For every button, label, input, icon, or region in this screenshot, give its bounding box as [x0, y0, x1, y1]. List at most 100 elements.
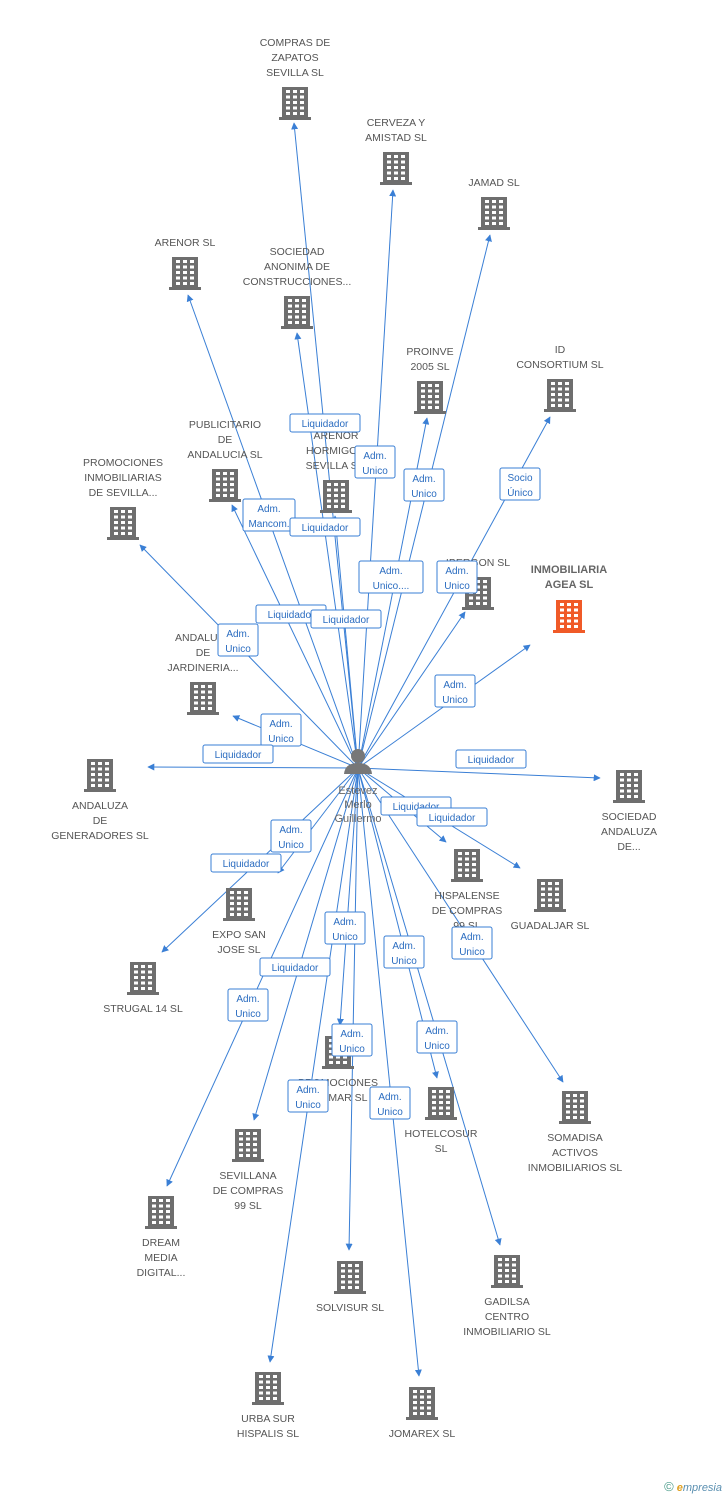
role-tag-jamad[interactable]: Adm.Unico [403, 468, 445, 502]
edge-urba-sur [267, 767, 359, 1363]
building-icon [534, 879, 566, 912]
role-tag-promociones-alamar[interactable]: Adm.Unico [324, 911, 366, 945]
role-tag-text: Adm. [279, 825, 302, 836]
building-icon [451, 849, 483, 882]
edge-sociedad-anonima-construcciones [294, 332, 359, 769]
role-tag-text: Unico [424, 1041, 450, 1052]
building-icon [414, 381, 446, 414]
building-icon [223, 888, 255, 921]
role-tag-expo-san-jose[interactable]: Adm. Unico [270, 819, 312, 853]
company-node-strugal-14[interactable]: STRUGAL 14 SL [103, 962, 183, 1015]
building-icon [279, 87, 311, 120]
role-tag-arenor[interactable]: Adm.Mancom. [242, 498, 296, 532]
role-tag-somadisa[interactable]: Adm.Unico [451, 926, 493, 960]
role-tag-inmobiliaria-agea[interactable]: Adm.Unico [434, 674, 476, 708]
role-tag-urba-sur[interactable]: Adm.Unico [287, 1079, 329, 1113]
role-tag-proinve[interactable]: Adm.Unico.... [358, 560, 424, 594]
role-tag-gadilsa[interactable]: Adm. Unico [416, 1020, 458, 1054]
company-label: INMOBILIARIOS SL [528, 1162, 623, 1174]
company-label: ACTIVOS [552, 1147, 598, 1159]
role-tag-text: Liquidador [215, 750, 262, 761]
brand-initial: e [676, 1482, 683, 1494]
edge-compras-zapatos [291, 122, 359, 769]
role-tag-arenor-hormigones[interactable]: Liquidador [310, 609, 382, 629]
role-tag-text: Unico [278, 840, 304, 851]
company-label: AMISTAD SL [365, 132, 427, 144]
company-node-jamad[interactable]: JAMAD SL [468, 177, 520, 230]
building-icon [553, 600, 585, 633]
company-label: INMOBILIARIAS [84, 472, 162, 484]
role-tag-andaluza-jardineria[interactable]: Adm. Unico [260, 713, 302, 747]
role-tag-text: Liquidador [468, 755, 515, 766]
role-tag-sociedad-andaluza[interactable]: Liquidador [455, 749, 527, 769]
role-tag-dream-media[interactable]: Adm.Unico [227, 988, 269, 1022]
role-tag-text: Unico [225, 644, 251, 655]
role-tag-guadaljar[interactable]: Liquidador [416, 807, 488, 827]
role-tag-hotelcosur[interactable]: Adm.Unico [383, 935, 425, 969]
role-tag-text: Unico [268, 734, 294, 745]
role-tag-text: Adm. [269, 719, 292, 730]
company-label: CENTRO [485, 1311, 529, 1323]
role-tag-text: Unico [235, 1009, 261, 1020]
building-icon [380, 152, 412, 185]
company-node-andaluza-jardineria[interactable]: ANDALUZADEJARDINERIA... [167, 632, 239, 715]
company-label: AGEA SL [545, 579, 594, 591]
role-tag-jomarex[interactable]: Adm.Unico [369, 1086, 411, 1120]
building-icon [425, 1087, 457, 1120]
company-label: JOSE SL [217, 944, 260, 956]
role-tag-text: Unico [377, 1107, 403, 1118]
role-tag-text: Adm. [392, 941, 415, 952]
role-tag-solvisur[interactable]: Adm.Unico [331, 1023, 373, 1057]
edge-promociones-alamar [336, 767, 359, 1026]
edge-solvisur [345, 767, 359, 1251]
role-tag-text: Adm. [425, 1026, 448, 1037]
building-icon [491, 1255, 523, 1288]
role-tag-strugal-14[interactable]: Liquidador [210, 853, 282, 873]
person-icon [344, 763, 372, 774]
role-tag-text: Adm. [445, 566, 468, 577]
role-tag-andaluza-generadores[interactable]: Liquidador [202, 744, 274, 764]
role-tag-sevillana-compras[interactable]: Liquidador [259, 957, 331, 977]
company-node-guadaljar[interactable]: GUADALJAR SL [511, 879, 590, 932]
footer-brand[interactable]: ©empresia [664, 1479, 722, 1494]
building-icon [320, 480, 352, 513]
role-tag-text: Socio [507, 473, 532, 484]
company-label: DE [93, 815, 108, 827]
company-label: GUADALJAR SL [511, 920, 590, 932]
role-tag-compras-zapatos[interactable]: Liquidador [289, 413, 361, 433]
role-tag-text: Adm. [340, 1029, 363, 1040]
building-icon [107, 507, 139, 540]
company-node-sociedad-andaluza[interactable]: SOCIEDADANDALUZADE... [601, 770, 657, 853]
company-label: ANDALUZA [601, 826, 657, 838]
company-label: STRUGAL 14 SL [103, 1003, 183, 1015]
role-tag-promociones-inmobiliarias[interactable]: Adm.Unico [217, 623, 259, 657]
role-tag-text: Liquidador [268, 610, 315, 621]
company-node-jomarex[interactable]: JOMAREX SL [389, 1387, 456, 1440]
role-tag-cerveza-amistad[interactable]: Adm.Unico [354, 445, 396, 479]
company-label: HORMIGO... [306, 445, 366, 457]
company-node-dream-media[interactable]: DREAMMEDIADIGITAL... [137, 1196, 186, 1279]
role-tag-sociedad-anonima-construcciones[interactable]: Liquidador [289, 517, 361, 537]
company-node-arenor[interactable]: ARENOR SL [155, 237, 216, 290]
company-node-solvisur[interactable]: SOLVISUR SL [316, 1261, 384, 1314]
role-tag-ibergon[interactable]: Adm.Unico [436, 560, 478, 594]
